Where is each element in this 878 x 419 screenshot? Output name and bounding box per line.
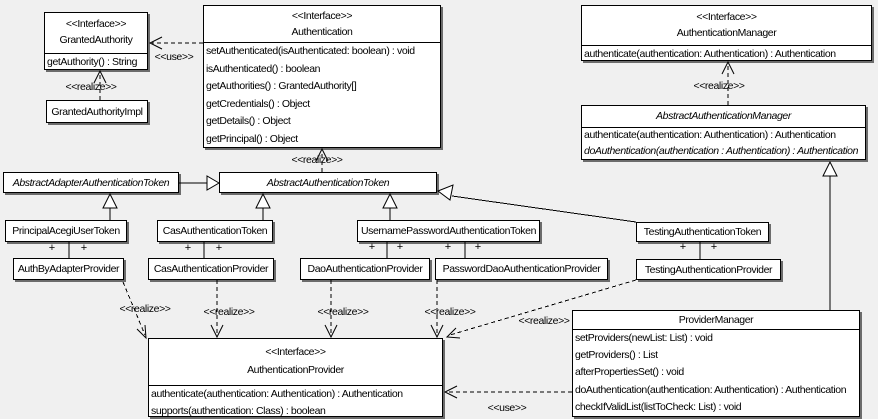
realize-label: <<realize>> xyxy=(424,306,476,318)
class-name: CasAuthenticationToken xyxy=(162,225,268,237)
class-testing-authentication-provider: TestingAuthenticationProvider xyxy=(636,259,781,280)
class-granted-authority: <<Interface>> GrantedAuthority getAuthor… xyxy=(44,12,148,70)
method-label: supports(authentication: Class) : boolea… xyxy=(151,404,326,417)
method-label: getAuthority() : String xyxy=(47,56,138,68)
class-cas-authentication-provider: CasAuthenticationProvider xyxy=(148,258,274,280)
multiplicity-plus: + xyxy=(444,241,452,253)
class-name: Authentication xyxy=(291,26,353,38)
multiplicity-plus: + xyxy=(396,241,404,253)
stereotype-label: <<Interface>> xyxy=(65,18,127,30)
class-granted-authority-impl: GrantedAuthorityImpl xyxy=(46,100,148,123)
method-label: getAuthorities() : GrantedAuthority[] xyxy=(206,80,357,92)
class-name: PasswordDaoAuthenticationProvider xyxy=(442,263,601,275)
class-name: CasAuthenticationProvider xyxy=(153,263,269,275)
class-name: TestingAuthenticationToken xyxy=(643,226,762,238)
class-name: AbstractAdapterAuthenticationToken xyxy=(12,176,170,189)
multiplicity-plus: + xyxy=(474,241,482,253)
stereotype-label: <<Interface>> xyxy=(265,346,326,358)
method-label: getPrincipal() : Object xyxy=(206,132,298,145)
multiplicity-plus: + xyxy=(184,242,192,254)
use-label: <<use>> xyxy=(154,51,194,63)
class-authentication: <<Interface>> Authentication setAuthenti… xyxy=(203,5,441,148)
multiplicity-plus: + xyxy=(679,241,687,253)
realize-label: <<realize>> xyxy=(317,306,369,318)
method-label: afterPropertiesSet() : void xyxy=(575,366,684,379)
realize-label: <<realize>> xyxy=(119,303,171,315)
method-label: setAuthenticated(isAuthenticated: boolea… xyxy=(206,45,415,57)
class-auth-by-adapter-provider: AuthByAdapterProvider xyxy=(13,258,124,280)
use-label: <<use>> xyxy=(487,402,527,414)
class-abstract-authentication-manager: AbstractAuthenticationManager authentica… xyxy=(581,105,866,160)
class-password-dao-authentication-provider: PasswordDaoAuthenticationProvider xyxy=(435,258,608,280)
method-label: authenticate(authentication: Authenticat… xyxy=(151,388,403,400)
realize-label: <<realize>> xyxy=(65,81,117,93)
class-name: DaoAuthenticationProvider xyxy=(307,263,423,275)
realize-label: <<realize>> xyxy=(518,315,570,327)
class-dao-authentication-provider: DaoAuthenticationProvider xyxy=(300,258,430,280)
class-cas-authentication-token: CasAuthenticationToken xyxy=(157,220,273,242)
class-name: AbstractAuthenticationManager xyxy=(656,110,791,122)
class-username-password-authentication-token: UsernamePasswordAuthenticationToken xyxy=(357,220,540,242)
multiplicity-plus: + xyxy=(710,241,718,253)
class-name: AbstractAuthenticationToken xyxy=(266,176,390,189)
method-label: checkIfValidList(listToCheck: List) : vo… xyxy=(575,400,742,413)
class-abstract-adapter-authentication-token: AbstractAdapterAuthenticationToken xyxy=(3,172,179,193)
class-name: AuthenticationProvider xyxy=(247,364,344,376)
class-authentication-provider: <<Interface>> AuthenticationProvider aut… xyxy=(148,338,443,417)
class-name: AuthenticationManager xyxy=(676,27,777,39)
class-authentication-manager: <<Interface>> AuthenticationManager auth… xyxy=(581,5,872,61)
multiplicity-plus: + xyxy=(215,242,223,254)
method-label: authenticate(authentication: Authenticat… xyxy=(584,48,836,60)
class-name: TestingAuthenticationProvider xyxy=(644,263,773,276)
multiplicity-plus: + xyxy=(368,241,376,253)
method-label: getProviders() : List xyxy=(575,349,658,362)
method-label: authenticate(authentication: Authenticat… xyxy=(584,129,836,141)
multiplicity-plus: + xyxy=(80,242,88,254)
class-name: UsernamePasswordAuthenticationToken xyxy=(360,225,537,237)
method-label: getDetails() : Object xyxy=(206,115,291,127)
method-label: doAuthentication(authentication: Authent… xyxy=(575,383,847,396)
realize-label: <<realize>> xyxy=(291,154,343,166)
class-name: AuthByAdapterProvider xyxy=(17,263,120,275)
class-name: ProviderManager xyxy=(678,314,754,326)
class-testing-authentication-token: TestingAuthenticationToken xyxy=(636,222,769,242)
class-name: PrincipalAcegiUserToken xyxy=(12,225,120,237)
stereotype-label: <<Interface>> xyxy=(696,11,757,23)
realize-label: <<realize>> xyxy=(203,306,255,318)
method-label: setProviders(newList: List) : void xyxy=(575,332,713,344)
multiplicity-plus: + xyxy=(48,242,56,254)
stereotype-label: <<Interface>> xyxy=(291,10,353,22)
class-abstract-authentication-token: AbstractAuthenticationToken xyxy=(219,172,437,193)
class-name: GrantedAuthority xyxy=(59,34,133,46)
method-label: doAuthentication(authentication : Authen… xyxy=(584,144,859,157)
class-name: GrantedAuthorityImpl xyxy=(51,105,143,118)
method-label: getCredentials() : Object xyxy=(206,97,310,110)
class-provider-manager: ProviderManager setProviders(newList: Li… xyxy=(572,310,860,417)
realize-label: <<realize>> xyxy=(693,80,745,92)
method-label: isAuthenticated() : boolean xyxy=(206,62,321,75)
class-principal-acegi-user-token: PrincipalAcegiUserToken xyxy=(5,220,127,242)
